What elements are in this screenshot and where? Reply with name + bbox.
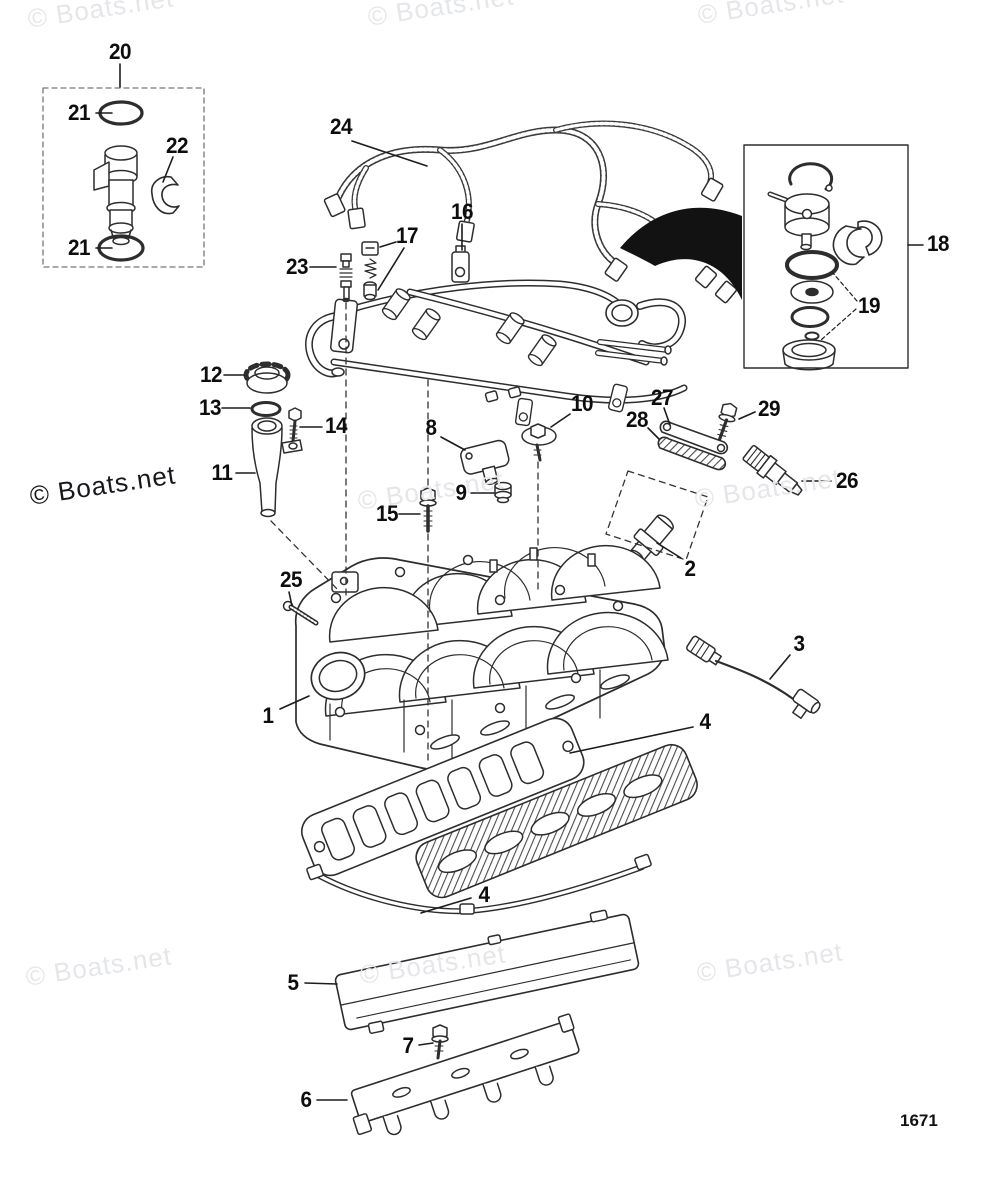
part-box-18 bbox=[743, 144, 909, 371]
callout-6: 6 bbox=[300, 1087, 312, 1112]
callout-26: 26 bbox=[835, 468, 859, 493]
intake-manifold bbox=[294, 544, 669, 771]
regulator-cup bbox=[782, 339, 836, 371]
regulator-o-ring bbox=[790, 306, 830, 341]
part-box-20 bbox=[42, 87, 205, 268]
callout-19: 19 bbox=[857, 293, 881, 318]
page-number: 1671 bbox=[900, 1111, 938, 1130]
leader-lines bbox=[95, 63, 924, 1101]
gasket-28 bbox=[657, 436, 727, 471]
callout-29: 29 bbox=[757, 396, 781, 421]
support-strip bbox=[306, 853, 652, 915]
stud-25 bbox=[282, 600, 319, 626]
regulator-clamp bbox=[832, 220, 883, 266]
callout-10: 10 bbox=[570, 391, 594, 416]
callout-11: 11 bbox=[211, 460, 233, 485]
grommet bbox=[494, 481, 512, 504]
callout-28: 28 bbox=[625, 407, 649, 432]
manifold-gasket-lower bbox=[415, 743, 698, 899]
fuel-inlet-ring bbox=[605, 299, 639, 327]
callout-27: 27 bbox=[650, 385, 674, 410]
oil-fill-tube bbox=[251, 417, 303, 518]
callout-3: 3 bbox=[793, 631, 805, 656]
oil-fill-o-ring bbox=[250, 401, 282, 417]
bolt-14 bbox=[288, 407, 302, 443]
callout-23: 23 bbox=[285, 254, 309, 279]
bolt-7 bbox=[431, 1024, 449, 1060]
swoosh-shape bbox=[620, 207, 742, 300]
callout-2: 2 bbox=[684, 556, 696, 581]
callout-1: 1 bbox=[262, 703, 274, 728]
regulator-washer bbox=[790, 280, 834, 304]
oil-fill-cap bbox=[243, 361, 291, 394]
callout-25: 25 bbox=[279, 567, 303, 592]
map-sensor bbox=[460, 439, 510, 485]
fuel-injector bbox=[93, 145, 138, 246]
bolt-29 bbox=[717, 402, 738, 441]
flange-slots bbox=[430, 674, 630, 750]
injector-service-parts bbox=[361, 241, 379, 301]
bracket-27 bbox=[659, 420, 729, 455]
bolt-15 bbox=[419, 487, 437, 533]
injector-retainer-clip bbox=[150, 175, 180, 215]
callout-9: 9 bbox=[455, 480, 467, 505]
schrader-valve bbox=[339, 253, 353, 303]
callout-5: 5 bbox=[287, 970, 299, 995]
callout-4a: 4 bbox=[699, 709, 711, 734]
callout-8: 8 bbox=[425, 415, 437, 440]
throttle-bore bbox=[310, 651, 366, 701]
construction-lines bbox=[270, 302, 709, 765]
callout-24: 24 bbox=[329, 114, 353, 139]
mounting-bracket-6 bbox=[350, 1013, 580, 1136]
callout-14: 14 bbox=[324, 413, 348, 438]
callout-21a: 21 bbox=[67, 100, 91, 125]
bolt-bosses bbox=[330, 554, 624, 736]
callout-15: 15 bbox=[375, 501, 399, 526]
quick-connect-fitting bbox=[742, 444, 803, 496]
manifold-gasket-upper bbox=[300, 717, 585, 877]
callout-21b: 21 bbox=[67, 235, 91, 260]
callout-20: 20 bbox=[108, 39, 132, 64]
callout-17: 17 bbox=[395, 223, 419, 248]
retaining-ring bbox=[788, 162, 834, 192]
callout-12: 12 bbox=[199, 362, 223, 387]
callout-22: 22 bbox=[165, 133, 189, 158]
bolt-10 bbox=[521, 423, 557, 462]
sensor-cable bbox=[686, 635, 821, 719]
rail-bracket bbox=[329, 245, 629, 427]
fuel-rail bbox=[305, 245, 688, 427]
callout-13: 13 bbox=[198, 395, 222, 420]
baffle-plate bbox=[334, 909, 640, 1034]
callout-4b: 4 bbox=[478, 882, 490, 907]
callout-18: 18 bbox=[926, 231, 950, 256]
regulator-seal-ring bbox=[785, 250, 839, 280]
fuel-pressure-regulator bbox=[767, 191, 830, 251]
callout-7: 7 bbox=[402, 1033, 414, 1058]
callout-16: 16 bbox=[450, 199, 474, 224]
